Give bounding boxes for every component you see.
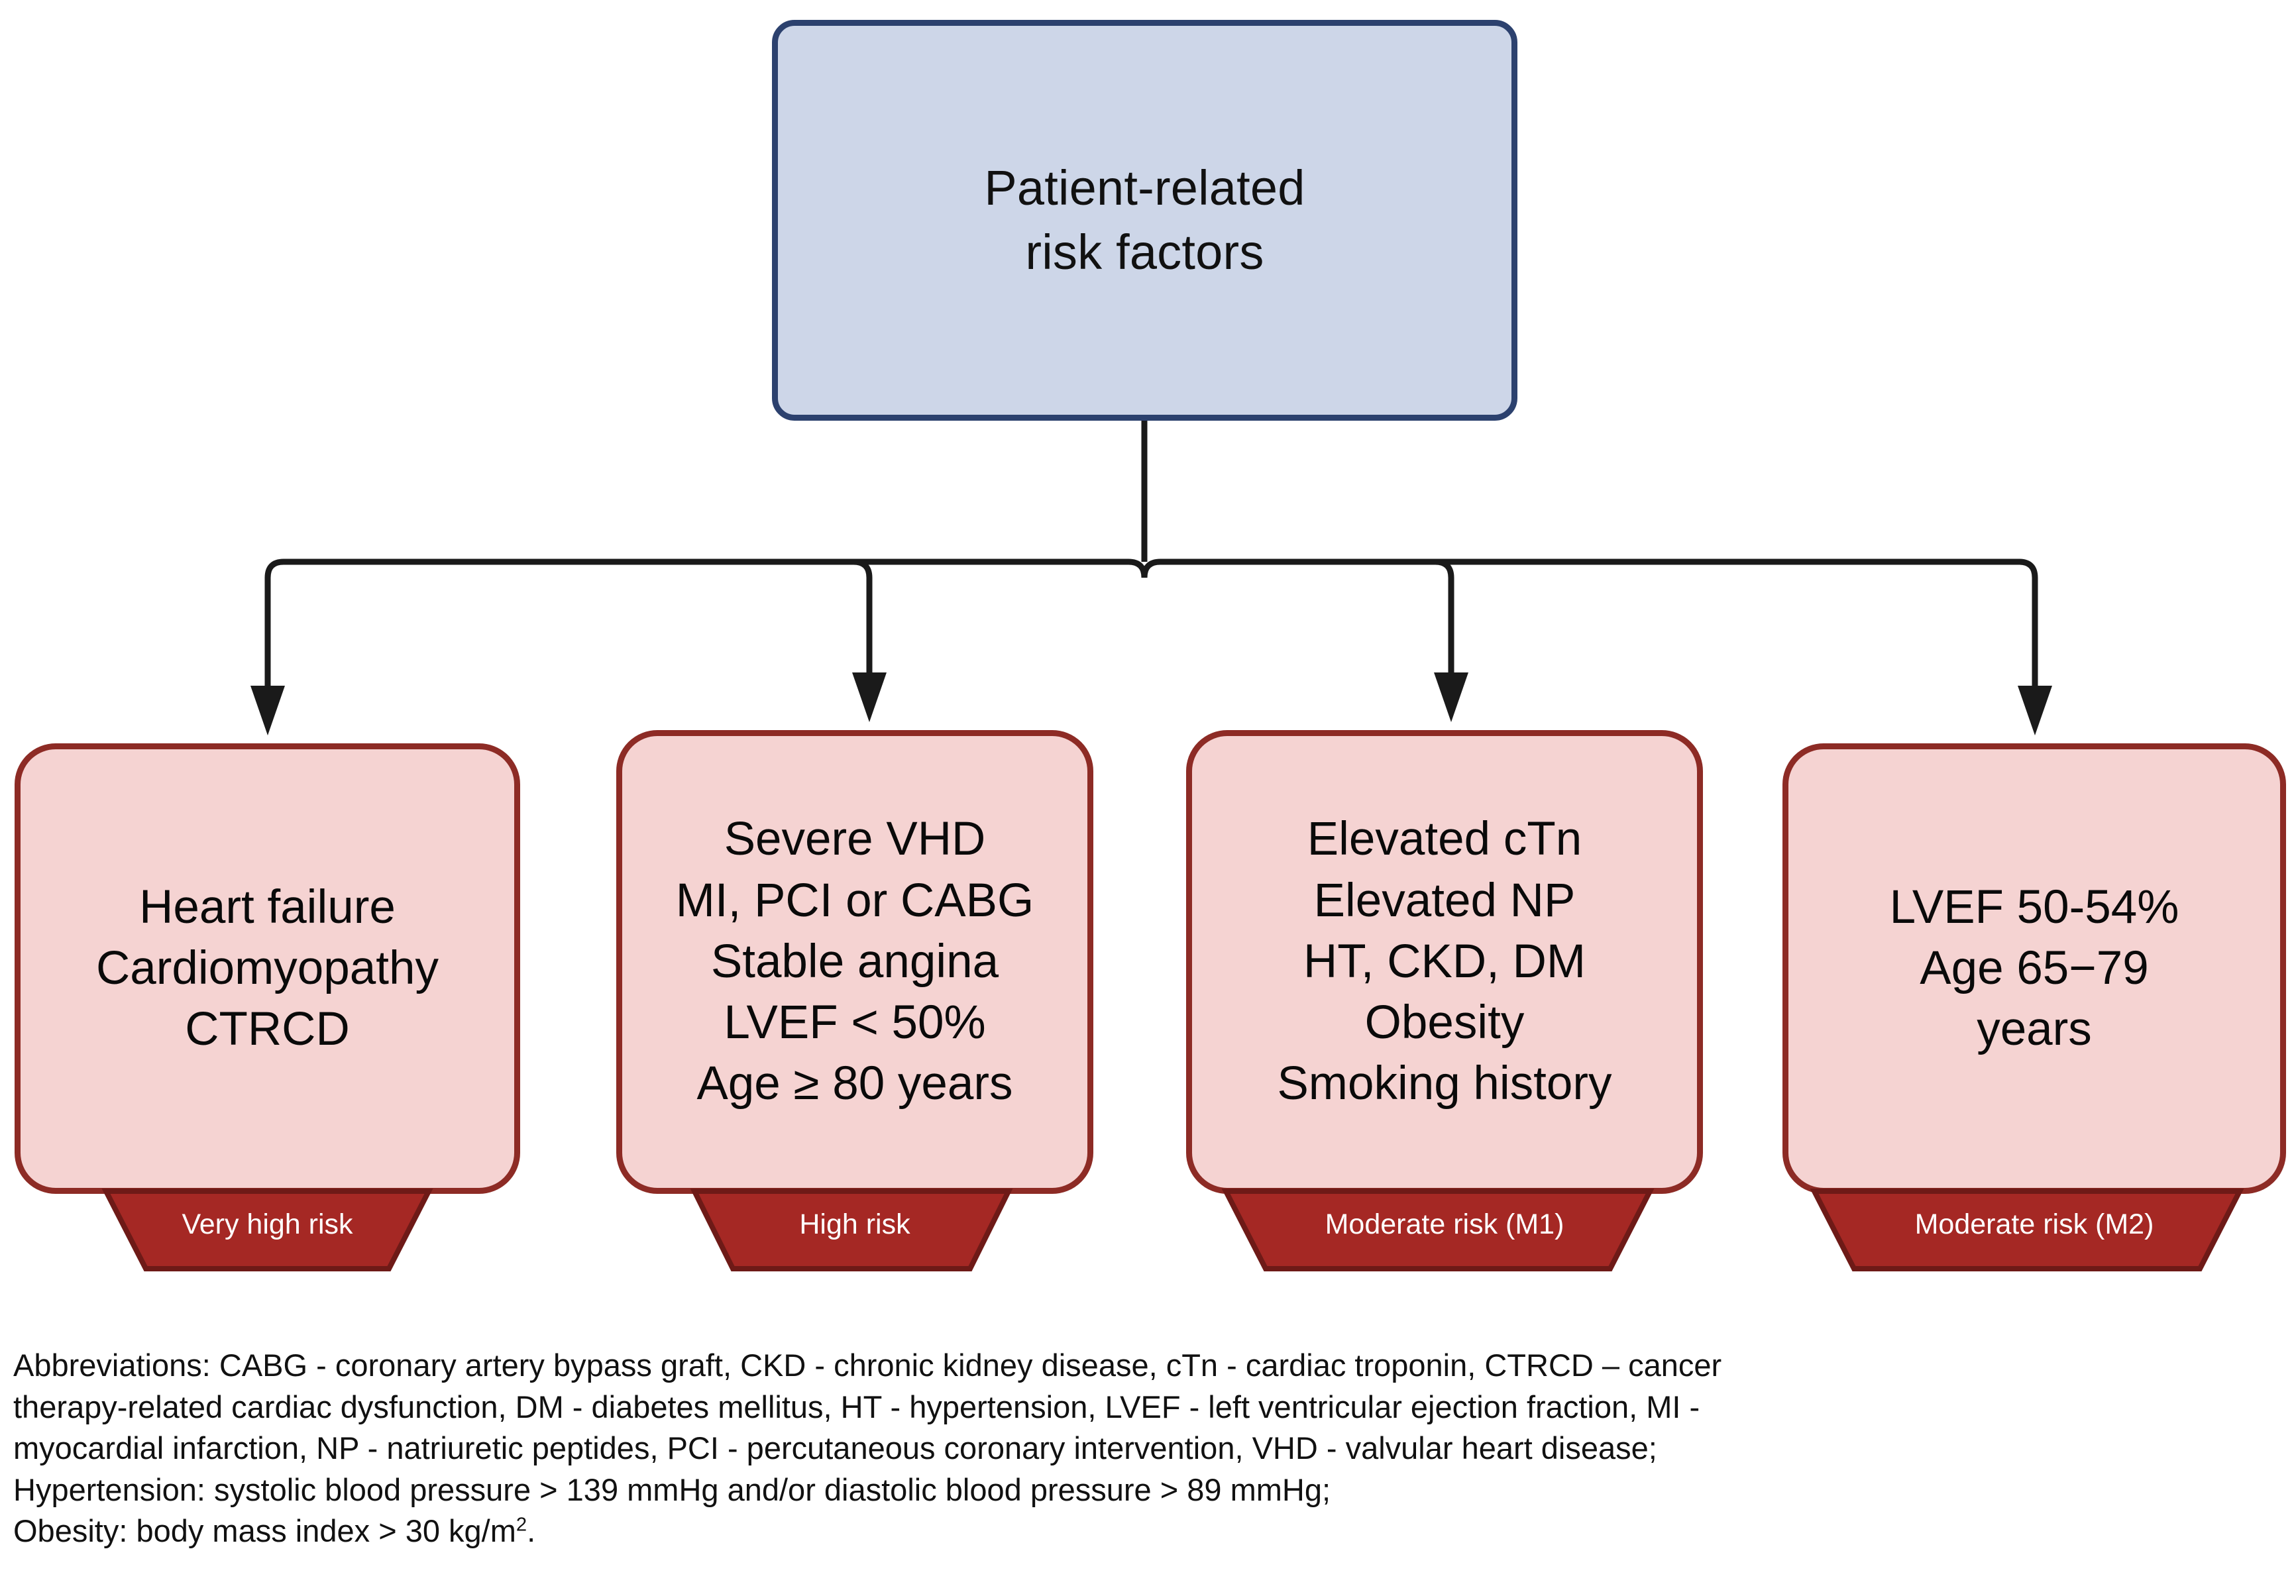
banner-trapezoid-icon [1221,1189,1655,1271]
connector-branch-2 [853,559,873,689]
risk-card-moderate-m2[interactable]: LVEF 50-54% Age 65−79 years Moderate ris… [1782,743,2286,1280]
risk-card-very-high[interactable]: Heart failure Cardiomyopathy CTRCD Very … [15,743,520,1280]
banner-trapezoid-icon [690,1189,1013,1271]
risk-card-moderate-m1[interactable]: Elevated cTn Elevated NP HT, CKD, DM Obe… [1186,730,1703,1280]
footnote-line-5: Obesity: body mass index > 30 kg/m2. [13,1511,2279,1552]
connector-branch-3 [1435,559,1454,689]
risk-banner: Moderate risk (M2) [1782,1189,2286,1271]
footnote-line-4: Hypertension: systolic blood pressure > … [13,1471,1331,1507]
risk-banner: High risk [616,1189,1093,1271]
risk-card-body: Heart failure Cardiomyopathy CTRCD [15,743,520,1194]
root-node-label: Patient-related risk factors [984,160,1305,280]
risk-banner-label: High risk [799,1208,910,1240]
arrowhead-4 [2018,686,2052,735]
risk-card-text: Severe VHD MI, PCI or CABG Stable angina… [675,813,1034,1110]
footnote-line-3: myocardial infarction, NP - natriuretic … [13,1430,1657,1465]
risk-card-high[interactable]: Severe VHD MI, PCI or CABG Stable angina… [616,730,1093,1280]
footnote-superscript: 2 [516,1514,527,1536]
risk-banner-label: Moderate risk (M2) [1914,1208,2154,1240]
risk-card-text: Elevated cTn Elevated NP HT, CKD, DM Obe… [1277,813,1612,1110]
root-node-patient-related-risk-factors: Patient-related risk factors [772,20,1517,421]
footnote-line-5-period: . [527,1513,536,1548]
risk-card-body: Severe VHD MI, PCI or CABG Stable angina… [616,730,1093,1194]
risk-card-text: Heart failure Cardiomyopathy CTRCD [96,880,439,1056]
risk-card-body: LVEF 50-54% Age 65−79 years [1782,743,2286,1194]
connector-bar-left [264,559,1148,596]
risk-banner: Very high risk [15,1189,520,1271]
footnote-line-1: Abbreviations: CABG - coronary artery by… [13,1348,1722,1383]
risk-card-body: Elevated cTn Elevated NP HT, CKD, DM Obe… [1186,730,1703,1194]
arrowhead-2 [852,672,887,722]
risk-banner-label: Very high risk [182,1208,353,1240]
abbreviations-footnote: Abbreviations: CABG - coronary artery by… [13,1345,2279,1552]
banner-trapezoid-icon [1810,1189,2244,1271]
footnote-line-2: therapy-related cardiac dysfunction, DM … [13,1389,1700,1424]
arrowhead-3 [1434,672,1468,722]
footnote-line-5-text: Obesity: body mass index > 30 kg/m [13,1513,516,1548]
arrowhead-1 [250,686,285,735]
risk-banner: Moderate risk (M1) [1186,1189,1703,1271]
risk-banner-label: Moderate risk (M1) [1325,1208,1564,1240]
connector-bar-right [1141,559,2038,596]
banner-trapezoid-icon [101,1189,433,1271]
risk-card-text: LVEF 50-54% Age 65−79 years [1889,880,2179,1056]
